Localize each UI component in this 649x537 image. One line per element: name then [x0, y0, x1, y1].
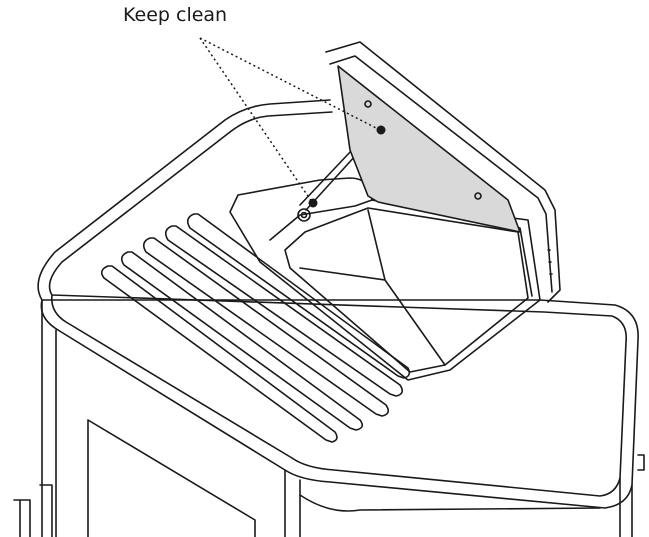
body-front-panel [87, 419, 256, 537]
hopper-lid-frame [325, 41, 561, 303]
vent-slot [186, 213, 411, 379]
lid-side-ticks [547, 249, 553, 275]
callout-label: Keep clean [123, 4, 228, 26]
lid-screw-top [364, 100, 372, 108]
body-front-corner [284, 469, 301, 537]
vent-slot [142, 237, 390, 417]
hopper-lid-panel [337, 65, 521, 233]
callout-dot-lid [376, 125, 386, 135]
right-side-fitting [637, 454, 645, 471]
top-plate-inner-edge [48, 111, 628, 497]
vent-grille-group [100, 213, 411, 443]
hinge-bolt [297, 208, 311, 222]
left-side-fitting [13, 484, 53, 537]
lid-screw-right [474, 192, 482, 200]
vent-slot [120, 251, 364, 431]
callout-leader-to-hinge [199, 37, 313, 203]
callout-dot-hinge [308, 198, 318, 208]
hopper-inner-wall [299, 209, 446, 366]
body-right-wall [619, 477, 633, 537]
vent-slot [164, 225, 404, 397]
callout-leader-to-lid [199, 37, 381, 131]
hopper-lid-rim [329, 55, 553, 293]
hinge-bolt-inner [300, 211, 308, 219]
top-plate-outline [37, 99, 639, 509]
body-bottom-curve [299, 494, 601, 512]
vent-slot [100, 265, 338, 443]
hopper-opening [284, 207, 529, 373]
